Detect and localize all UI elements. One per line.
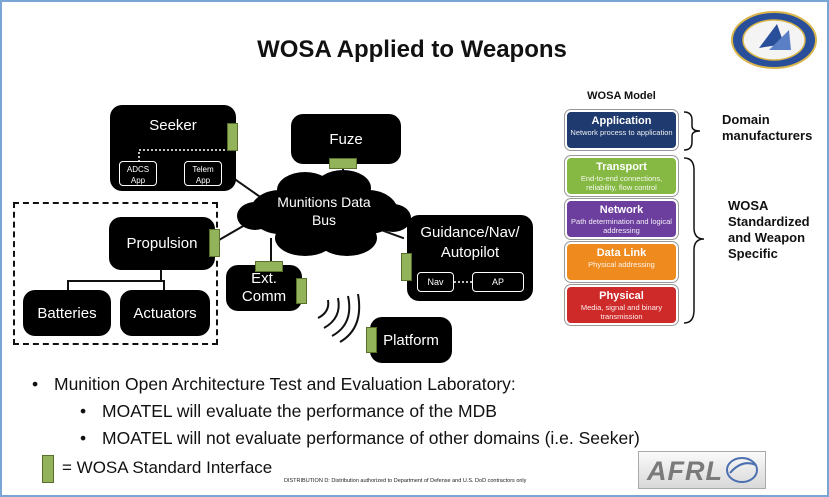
extcomm-bus-line xyxy=(270,238,272,264)
fuze-box: Fuze xyxy=(291,114,401,164)
domain-brace xyxy=(683,111,701,151)
distribution-statement: DISTRIBUTION D: Distribution authorized … xyxy=(284,478,527,484)
osi-layer-name: Data Link xyxy=(596,247,647,259)
guidance-interface xyxy=(401,253,412,281)
osi-layer-application: Application Network process to applicati… xyxy=(565,110,678,150)
ext-comm-box: Ext. Comm xyxy=(226,265,302,311)
propulsion-group-dashed-box xyxy=(13,202,218,345)
adcs-app-box: ADCS App xyxy=(119,161,157,186)
osi-layer-data-link: Data Link Physical addressing xyxy=(565,242,678,282)
osi-layer-desc: Path determination and logical addressin… xyxy=(571,217,672,235)
osi-layer-desc: Network process to application xyxy=(570,128,673,137)
actuators-box: Actuators xyxy=(120,290,210,336)
platform-interface xyxy=(366,327,377,353)
ap-box: AP xyxy=(472,272,524,292)
osi-layer-name: Network xyxy=(599,204,644,216)
afrl-globe-icon xyxy=(726,457,758,483)
bullet-main: •Munition Open Architecture Test and Eva… xyxy=(32,374,516,394)
nav-ap-dotted-link xyxy=(454,281,472,283)
wosa-brace xyxy=(683,157,705,324)
slide-title: WOSA Applied to Weapons xyxy=(257,36,567,63)
tree-horizontal-line xyxy=(67,280,165,282)
propulsion-box: Propulsion xyxy=(109,217,215,270)
wosa-model-heading: WOSA Model xyxy=(587,90,656,102)
wireless-signal-icon xyxy=(317,293,361,343)
data-bus-label: Munitions Data Bus xyxy=(277,194,371,228)
legend-label: = WOSA Standard Interface xyxy=(62,458,273,477)
bullet-dot: • xyxy=(80,401,87,421)
tree-left-line xyxy=(67,280,69,290)
nav-box: Nav xyxy=(417,272,454,292)
propulsion-interface xyxy=(209,229,220,257)
seeker-internal-dotted-link xyxy=(138,149,225,162)
osi-layer-name: Transport xyxy=(596,161,647,173)
bullet-sub-1: •MOATEL will evaluate the performance of… xyxy=(80,401,497,421)
platform-box: Platform xyxy=(370,317,452,363)
osi-layer-name: Application xyxy=(591,115,652,127)
osi-layer-network: Network Path determination and logical a… xyxy=(565,199,678,239)
tree-right-line xyxy=(163,280,165,290)
afrl-logo: AFRL xyxy=(638,451,766,489)
osi-layer-desc: Media, signal and binary transmission xyxy=(580,303,663,321)
legend-interface-swatch xyxy=(42,455,54,483)
seeker-label: Seeker xyxy=(149,117,197,134)
afrl-logo-text: AFRL xyxy=(647,456,723,486)
bullet-dot: • xyxy=(80,428,87,448)
afrl-seal-logo xyxy=(731,11,817,69)
ext-comm-top-interface xyxy=(255,261,283,272)
ext-comm-side-interface xyxy=(296,278,307,304)
batteries-box: Batteries xyxy=(23,290,111,336)
osi-layer-physical: Physical Media, signal and binary transm… xyxy=(565,285,678,325)
osi-layer-desc: Physical addressing xyxy=(588,260,655,269)
osi-layer-transport: Transport End-to-end connections, reliab… xyxy=(565,156,678,196)
wosa-standardized-label: WOSA Standardized and Weapon Specific xyxy=(728,198,810,261)
domain-manufacturers-label: Domain manufacturers xyxy=(722,112,813,143)
bullet-sub-2: •MOATEL will not evaluate performance of… xyxy=(80,428,640,448)
osi-layer-name: Physical xyxy=(599,290,644,302)
ext-comm-label: Ext. Comm xyxy=(241,270,287,305)
fuze-interface xyxy=(329,158,357,169)
guidance-label: Guidance/Nav/ Autopilot xyxy=(420,224,520,261)
osi-layer-desc: End-to-end connections, reliability, flo… xyxy=(580,174,663,192)
bullet-dot: • xyxy=(32,374,39,394)
data-bus-cloud xyxy=(237,170,411,256)
tree-trunk-line xyxy=(160,270,162,280)
seeker-interface xyxy=(227,123,238,151)
telem-app-box: Telem App xyxy=(184,161,222,186)
